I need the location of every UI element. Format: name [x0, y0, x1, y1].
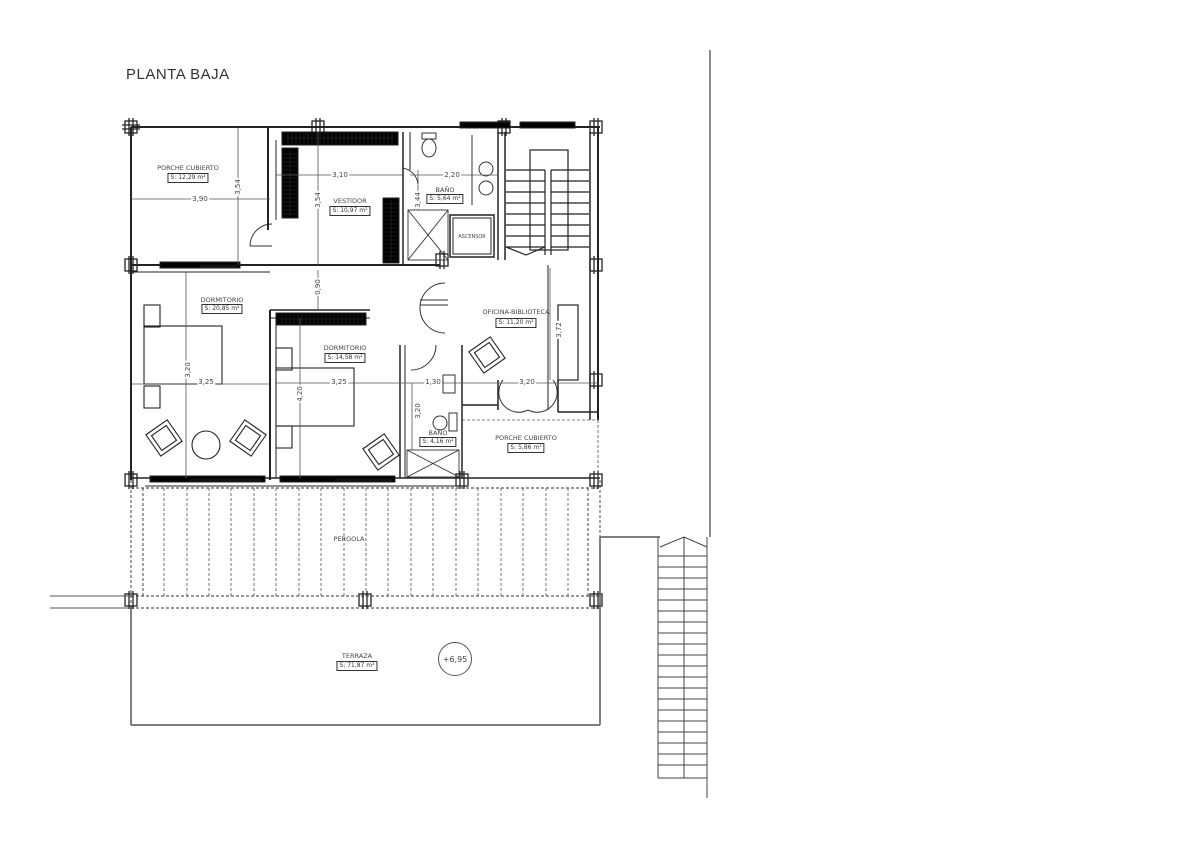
room-area-porche-1: S: 12,29 m²: [167, 173, 209, 183]
dim-oficina-width: 3,20: [518, 378, 536, 386]
room-name-pergola: PERGOLA: [333, 535, 365, 543]
room-name-terraza: TERRAZA: [341, 652, 373, 660]
room-area-terraza: S: 71,87 m²: [336, 661, 378, 671]
dim-dorm2-height: 4,20: [296, 385, 304, 403]
dim-bano1-width: 2,20: [443, 171, 461, 179]
dim-oficina-height: 3,72: [555, 321, 563, 339]
plan-title: PLANTA BAJA: [126, 66, 230, 83]
room-name-dormitorio-2: DORMITORIO: [323, 344, 367, 352]
room-name-bano-1: BAÑO: [435, 186, 455, 194]
dim-dorm1-height: 3,20: [184, 361, 192, 379]
room-area-dormitorio-2: S: 14,58 m²: [324, 353, 366, 363]
dim-dorm2-width: 3,25: [330, 378, 348, 386]
room-name-vestidor: VESTIDOR: [333, 197, 367, 205]
dim-vestidor-height: 3,54: [314, 191, 322, 209]
dim-porche-width: 3,90: [191, 195, 209, 203]
room-area-bano-2: S: 4,16 m²: [419, 437, 457, 447]
room-area-vestidor: S: 10,97 m²: [329, 206, 371, 216]
room-area-bano-1: S: 5,64 m²: [426, 194, 464, 204]
room-name-ascensor: ASCENSOR: [458, 234, 486, 240]
room-name-bano-2: BAÑO: [428, 429, 448, 437]
dim-bano2-width: 1,30: [424, 378, 442, 386]
dim-bano2-height: 3,20: [414, 402, 422, 420]
dim-bano1-height: 3,44: [414, 191, 422, 209]
level-marker: +6,95: [438, 642, 472, 676]
room-name-porche-2: PORCHE CUBIERTO: [495, 434, 557, 442]
room-area-oficina: S: 11,20 m²: [495, 318, 537, 328]
room-name-porche-1: PORCHE CUBIERTO: [157, 164, 219, 172]
dim-vestidor-width: 3,10: [331, 171, 349, 179]
room-area-porche-2: S: 5,86 m²: [507, 443, 545, 453]
room-area-dormitorio-1: S: 20,85 m²: [201, 304, 243, 314]
dim-dorm1-width: 3,25: [197, 378, 215, 386]
room-name-dormitorio-1: DORMITORIO: [200, 296, 244, 304]
dim-porche-height: 3,54: [234, 178, 242, 196]
room-name-oficina: OFICINA-BIBLIOTECA: [482, 308, 550, 316]
dim-hall-height: 0,90: [314, 278, 322, 296]
